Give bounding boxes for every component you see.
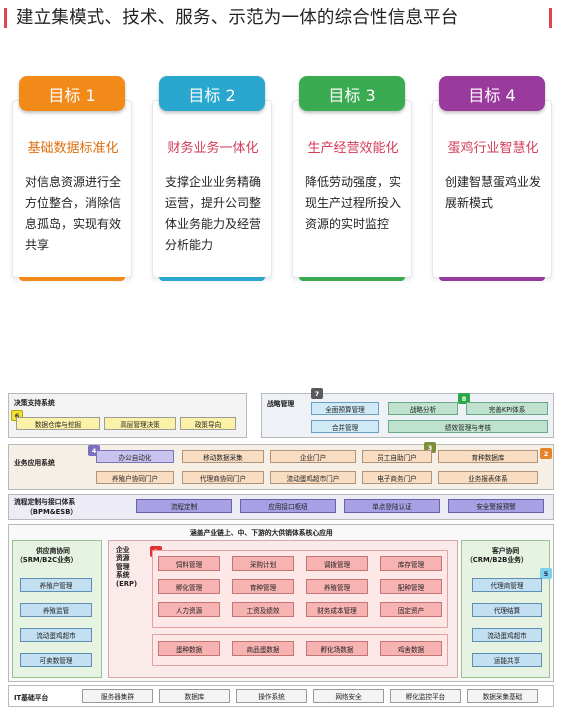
erp-module: 育种管理: [232, 579, 294, 594]
erp-title: 企业资源管理系统(ERP): [116, 546, 138, 588]
badge-5: 5: [540, 568, 552, 579]
it-platform-item: 数据采集基础: [467, 689, 538, 703]
customer-item-capacity-sharing: 运能共享: [472, 653, 542, 667]
business-item-breeding-database: 育种数据库: [438, 450, 538, 463]
erp-module: 配种管理: [380, 579, 442, 594]
customer-subtitle: （CRM/B2B业务）: [466, 556, 528, 564]
supplier-item-sellable-quantity: 可卖数管理: [20, 653, 92, 667]
strategy-item-kpi: 完善KPI体系: [466, 402, 548, 415]
decision-item-data-warehouse: 数据仓库与挖掘: [16, 417, 100, 430]
supplier-item-farmer-management: 养殖户管理: [20, 578, 92, 592]
customer-item-mobile-supermarket: 流动蛋鸡超市: [472, 628, 542, 642]
erp-module: 调拨管理: [306, 556, 368, 571]
process-item-flow-custom: 流程定制: [136, 499, 232, 513]
it-platform-item: 操作系统: [236, 689, 307, 703]
erp-module: 养殖管理: [306, 579, 368, 594]
goal-subtitle: 蛋鸡行业智慧化: [447, 141, 539, 156]
goal-tab-2: 目标 2: [159, 76, 265, 111]
process-item-security-alert: 安全警报预警: [448, 499, 544, 513]
erp-module: 固定资产: [380, 602, 442, 617]
process-interface-title: 流程定制与接口体系: [14, 498, 76, 506]
badge-4: 4: [88, 445, 100, 456]
supplier-item-farm-supervision: 养殖监管: [20, 603, 92, 617]
goal-tab-1: 目标 1: [19, 76, 125, 111]
decision-item-top-management: 高层管理决策: [104, 417, 176, 430]
it-platform-item: 网络安全: [313, 689, 384, 703]
strategy-item-performance: 绩效管理与考核: [388, 420, 548, 433]
decision-item-policy-guidance: 政策导向: [180, 417, 236, 430]
process-item-interface-hub: 应用接口枢纽: [240, 499, 336, 513]
erp-module: 蛋种数据: [158, 641, 220, 656]
business-item-office-automation: 办公自动化: [96, 450, 174, 463]
business-item-farmer-portal: 养殖户协同门户: [96, 471, 174, 484]
business-apps-title: 业务应用系统: [14, 459, 55, 467]
erp-module: 库存管理: [380, 556, 442, 571]
erp-module: 鸡舍数据: [380, 641, 442, 656]
goal-description: 支撑企业业务精确运营，提升公司整体业务能力及经营分析能力: [165, 175, 262, 252]
customer-title: 客户协同: [492, 547, 520, 555]
erp-module: 工资及绩效: [232, 602, 294, 617]
goal-description: 创建智慧蛋鸡业发展新模式: [445, 175, 542, 210]
erp-module: 人力资源: [158, 602, 220, 617]
customer-item-agent-settlement: 代理结算: [472, 603, 542, 617]
business-item-agent-portal: 代理商协同门户: [182, 471, 264, 484]
business-item-ecommerce-portal: 电子商务门户: [362, 471, 432, 484]
goal-card-1: 基础数据标准化对信息资源进行全方位整合，消除信息孤岛，实现有效共享: [12, 100, 132, 281]
goal-subtitle: 生产经营效能化: [307, 141, 399, 156]
it-platform-item: 数据库: [159, 689, 230, 703]
core-apps-title: 涵盖产业链上、中、下游的大供销体系核心应用: [190, 529, 333, 537]
erp-module: 孵化场数据: [306, 641, 368, 656]
strategy-item-budget: 全面预算管理: [311, 402, 379, 415]
erp-module: 商品蛋数据: [232, 641, 294, 656]
erp-module: 财务成本管理: [306, 602, 368, 617]
goal-card-2: 财务业务一体化支撑企业业务精确运营，提升公司整体业务能力及经营分析能力: [152, 100, 272, 281]
title-accent-bar-right: [549, 8, 552, 28]
erp-module: 采购计划: [232, 556, 294, 571]
supplier-item-mobile-supermarket: 流动蛋鸡超市: [20, 628, 92, 642]
strategy-item-consolidation: 合并管理: [311, 420, 379, 433]
process-interface-panel: [8, 494, 554, 520]
it-platform-item: 服务器集群: [82, 689, 153, 703]
erp-module: 孵化管理: [158, 579, 220, 594]
page-title: 建立集模式、技术、服务、示范为一体的综合性信息平台: [16, 8, 459, 28]
badge-3: 3: [424, 442, 436, 453]
business-item-enterprise-portal: 企业门户: [270, 450, 356, 463]
process-item-sso: 单点登陆认证: [344, 499, 440, 513]
supplier-title: 供应商协同: [36, 547, 70, 555]
goal-description: 对信息资源进行全方位整合，消除信息孤岛，实现有效共享: [25, 175, 122, 252]
badge-2: 2: [540, 448, 552, 459]
title-accent-bar-left: [4, 8, 7, 28]
business-item-employee-portal: 员工自助门户: [362, 450, 432, 463]
strategy-item-analysis: 战略分析: [388, 402, 458, 415]
goal-subtitle: 财务业务一体化: [167, 141, 259, 156]
goal-tab-4: 目标 4: [439, 76, 545, 111]
business-item-supermarket-portal: 流动蛋鸡超市门户: [270, 471, 356, 484]
decision-support-title: 决策支持系统: [14, 399, 55, 407]
supplier-subtitle: （SRM/B2C业务）: [16, 556, 78, 564]
goal-description: 降低劳动强度，实现生产过程所投入资源的实时监控: [305, 175, 402, 231]
strategy-title: 战略管理: [267, 400, 295, 408]
badge-7: 7: [311, 388, 323, 399]
customer-item-agent-management: 代理商管理: [472, 578, 542, 592]
business-item-mobile-collection: 移动数据采集: [182, 450, 264, 463]
goal-tab-3: 目标 3: [299, 76, 405, 111]
goal-subtitle: 基础数据标准化: [27, 141, 119, 156]
process-interface-subtitle: （BPM&ESB）: [26, 508, 78, 516]
it-platform-item: 孵化监控平台: [390, 689, 461, 703]
it-platform-title: IT基础平台: [14, 694, 49, 702]
goal-card-3: 生产经营效能化降低劳动强度，实现生产过程所投入资源的实时监控: [292, 100, 412, 281]
decision-support-panel: [8, 393, 247, 438]
business-item-report-system: 业务报表体系: [438, 471, 538, 484]
goal-card-4: 蛋鸡行业智慧化创建智慧蛋鸡业发展新模式: [432, 100, 552, 281]
badge-8: 8: [458, 393, 470, 404]
erp-module: 饲料管理: [158, 556, 220, 571]
